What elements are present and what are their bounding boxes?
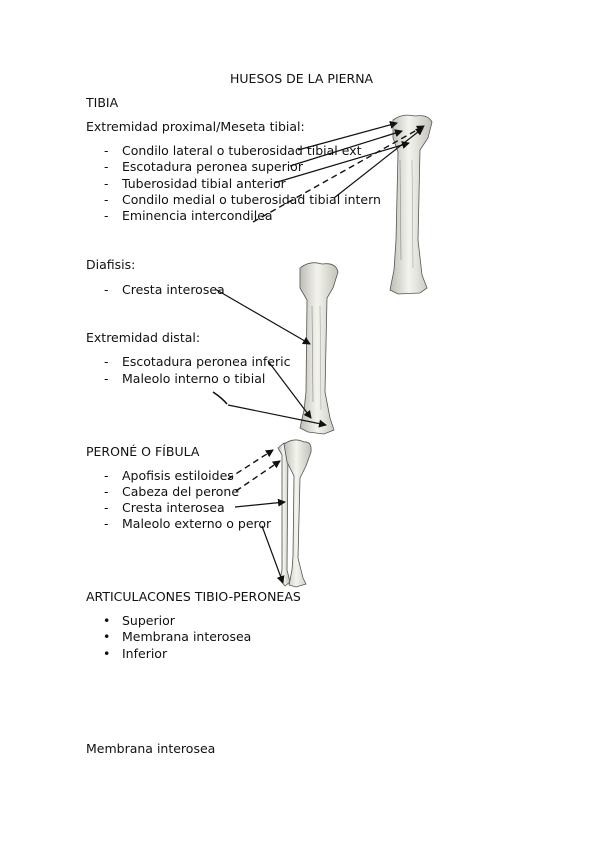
list-dash: - — [104, 468, 109, 483]
list-item: Inferior — [122, 646, 168, 661]
list-item: Membrana interosea — [122, 629, 252, 644]
list-dash: - — [104, 192, 109, 207]
list-dash: - — [104, 516, 109, 531]
subheading-proximal: Extremidad proximal/Meseta tibial: — [86, 119, 305, 134]
list-dash: - — [104, 500, 109, 515]
list-item: Condilo medial o tuberosidad tibial inte… — [122, 192, 381, 207]
list-dash: - — [104, 208, 109, 223]
list-bullet: • — [103, 646, 111, 661]
section-heading-articulaciones: ARTICULACONES TIBIO-PERONEAS — [86, 589, 301, 604]
list-dash: - — [104, 371, 109, 386]
section-heading-perone: PERONÉ O FÍBULA — [86, 444, 200, 459]
fibula-illustration — [277, 439, 312, 588]
section-heading-tibia: TIBIA — [86, 95, 119, 110]
subheading-diafisis: Diafisis: — [86, 257, 136, 272]
tibia-illustration-top — [389, 114, 433, 295]
list-item: Maleolo interno o tibial — [122, 371, 266, 386]
subheading-distal: Extremidad distal: — [86, 330, 201, 345]
list-item: Superior — [122, 613, 175, 628]
list-item: Cresta interosea — [122, 500, 225, 515]
list-bullet: • — [103, 613, 111, 628]
list-bullet: • — [103, 629, 111, 644]
list-item: Cresta interosea — [122, 282, 225, 297]
list-item: Maleolo externo o peror — [122, 516, 272, 531]
list-dash: - — [104, 484, 109, 499]
list-item: Cabeza del perone — [122, 484, 240, 499]
list-dash: - — [104, 354, 109, 369]
tibia-illustration-middle — [299, 262, 339, 435]
list-dash: - — [104, 176, 109, 191]
list-item: Escotadura peronea superior — [122, 159, 303, 174]
footer-heading: Membrana interosea — [86, 741, 216, 756]
list-item: Apofisis estiloides — [122, 468, 234, 483]
list-dash: - — [104, 159, 109, 174]
list-dash: - — [104, 282, 109, 297]
page-title: HUESOS DE LA PIERNA — [230, 71, 374, 86]
list-dash: - — [104, 143, 109, 158]
list-item: Eminencia intercondilea — [122, 208, 273, 223]
list-item: Escotadura peronea inferic — [122, 354, 291, 369]
list-item: Tuberosidad tibial anterior — [122, 176, 286, 191]
list-item: Condilo lateral o tuberosidad tibial ext — [122, 143, 362, 158]
